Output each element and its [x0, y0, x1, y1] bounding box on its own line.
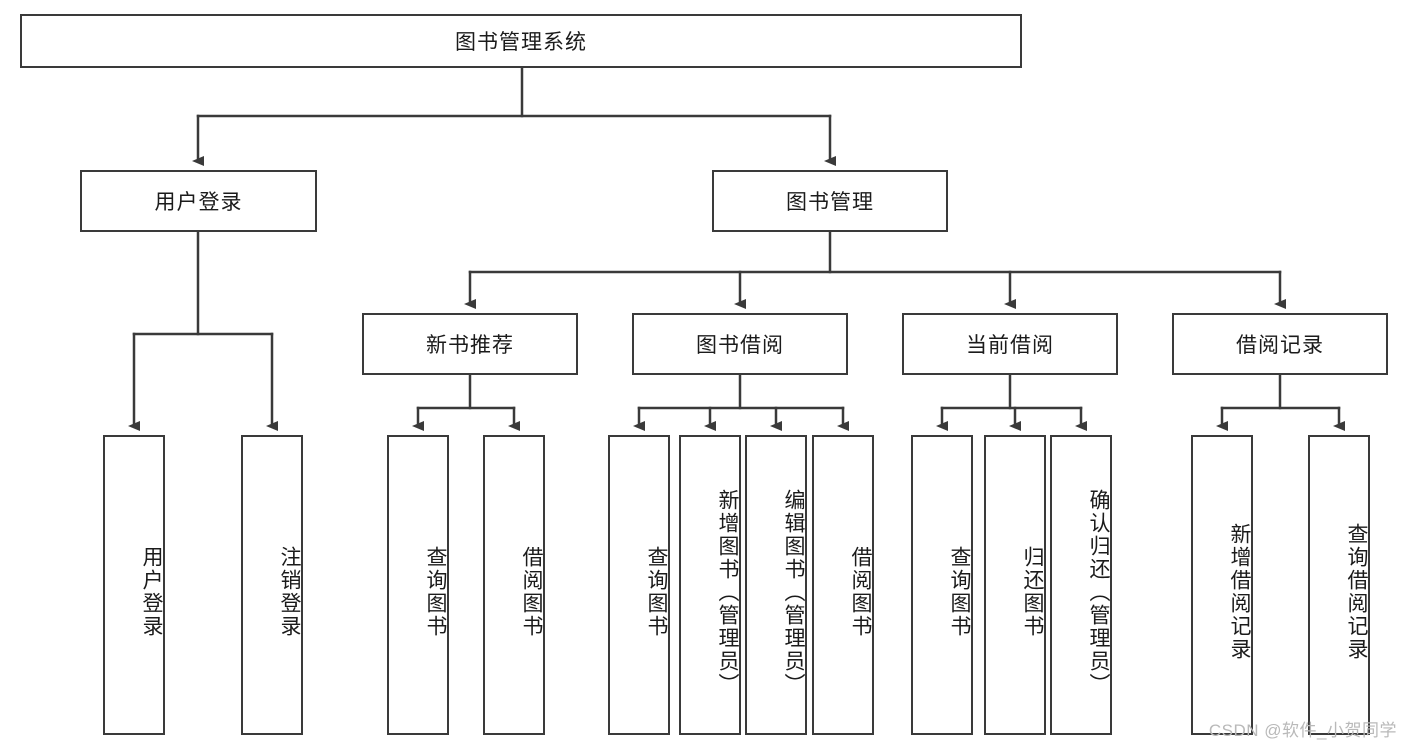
node-leaf-confirm-return-admin[interactable]: 确认归还（管理员）	[1050, 435, 1112, 735]
node-leaf-query-book-borrow[interactable]: 查询图书	[608, 435, 670, 735]
node-leaf-borrow-book-newbook[interactable]: 借阅图书	[483, 435, 545, 735]
node-borrow-records[interactable]: 借阅记录	[1172, 313, 1388, 375]
node-leaf-query-book-current[interactable]: 查询图书	[911, 435, 973, 735]
node-leaf-query-borrow-record[interactable]: 查询借阅记录	[1308, 435, 1370, 735]
node-leaf-return-book[interactable]: 归还图书	[984, 435, 1046, 735]
node-leaf-user-login[interactable]: 用户登录	[103, 435, 165, 735]
node-leaf-add-book-admin[interactable]: 新增图书（管理员）	[679, 435, 741, 735]
csdn-watermark: CSDN @软件_小贺同学	[1208, 721, 1397, 740]
node-current-borrow[interactable]: 当前借阅	[902, 313, 1118, 375]
node-user-login[interactable]: 用户登录	[80, 170, 317, 232]
node-new-book-recommend[interactable]: 新书推荐	[362, 313, 578, 375]
node-book-borrow[interactable]: 图书借阅	[632, 313, 848, 375]
node-leaf-user-logout[interactable]: 注销登录	[241, 435, 303, 735]
node-leaf-add-borrow-record[interactable]: 新增借阅记录	[1191, 435, 1253, 735]
node-leaf-query-book-newbook[interactable]: 查询图书	[387, 435, 449, 735]
node-book-management[interactable]: 图书管理	[712, 170, 948, 232]
node-root[interactable]: 图书管理系统	[20, 14, 1022, 68]
node-leaf-borrow-book[interactable]: 借阅图书	[812, 435, 874, 735]
node-leaf-edit-book-admin[interactable]: 编辑图书（管理员）	[745, 435, 807, 735]
